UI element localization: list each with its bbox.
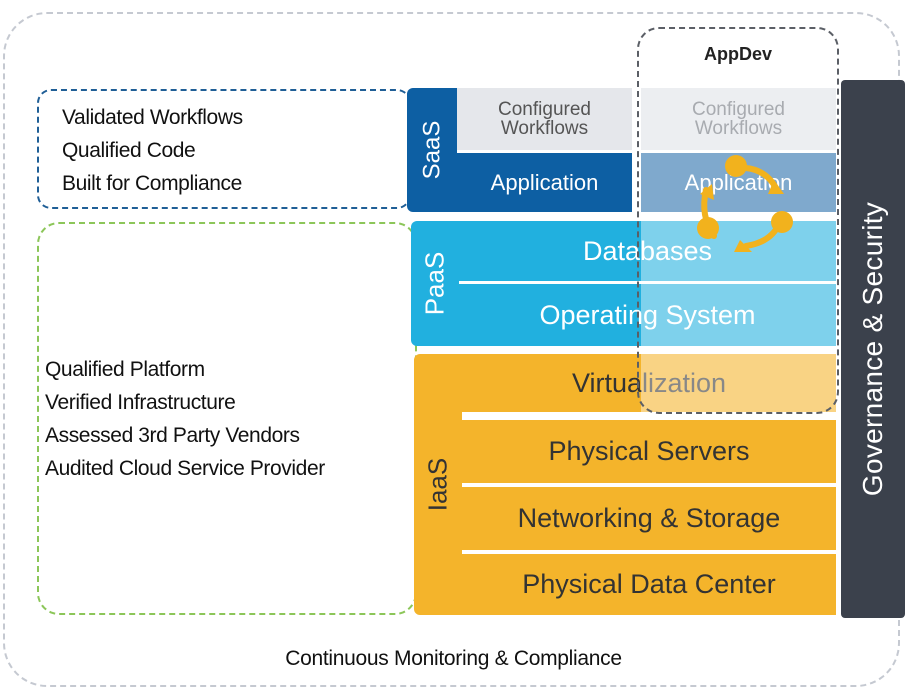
appdev-boundary xyxy=(637,27,839,414)
appdev-overlay-os xyxy=(641,284,836,346)
layer-networking-storage: Networking & Storage xyxy=(462,487,836,550)
paas-label-block: PaaS xyxy=(411,221,459,346)
saas-note-item: Validated Workflows xyxy=(62,106,243,129)
saas-note-item: Qualified Code xyxy=(62,139,196,162)
layer-physical-servers: Physical Servers xyxy=(462,420,836,483)
footer-label: Continuous Monitoring & Compliance xyxy=(285,647,622,670)
paas-divider xyxy=(459,281,836,284)
platform-note-item: Assessed 3rd Party Vendors xyxy=(45,424,300,447)
platform-note-item: Audited Cloud Service Provider xyxy=(45,457,325,480)
layer-configured-workflows: Configured Workflows xyxy=(457,88,632,150)
governance-security-bar: Governance & Security xyxy=(841,80,905,618)
layer-physical-data-center: Physical Data Center xyxy=(462,554,836,615)
saas-notes: Validated Workflows Qualified Code Built… xyxy=(62,101,243,200)
platform-note-item: Verified Infrastructure xyxy=(45,391,236,414)
layer-application: Application xyxy=(457,153,632,212)
platform-note-item: Qualified Platform xyxy=(45,358,205,381)
layer-operating-system: Operating System xyxy=(459,284,836,346)
iaas-label: IaaS xyxy=(422,457,453,512)
governance-label: Governance & Security xyxy=(857,201,888,497)
iaas-label-block: IaaS xyxy=(414,354,462,615)
saas-note-item: Built for Compliance xyxy=(62,172,242,195)
saas-label-block: SaaS xyxy=(407,88,457,212)
appdev-title: AppDev xyxy=(703,44,772,64)
cycle-icon xyxy=(697,155,793,252)
appdev-configured-workflows: Configured Workflows xyxy=(641,88,836,150)
appdev-overlay-virtualization xyxy=(641,354,836,412)
paas-label: PaaS xyxy=(419,251,450,316)
platform-notes: Qualified Platform Verified Infrastructu… xyxy=(45,353,325,485)
iaas-divider xyxy=(462,412,836,415)
saas-label: SaaS xyxy=(418,120,445,180)
